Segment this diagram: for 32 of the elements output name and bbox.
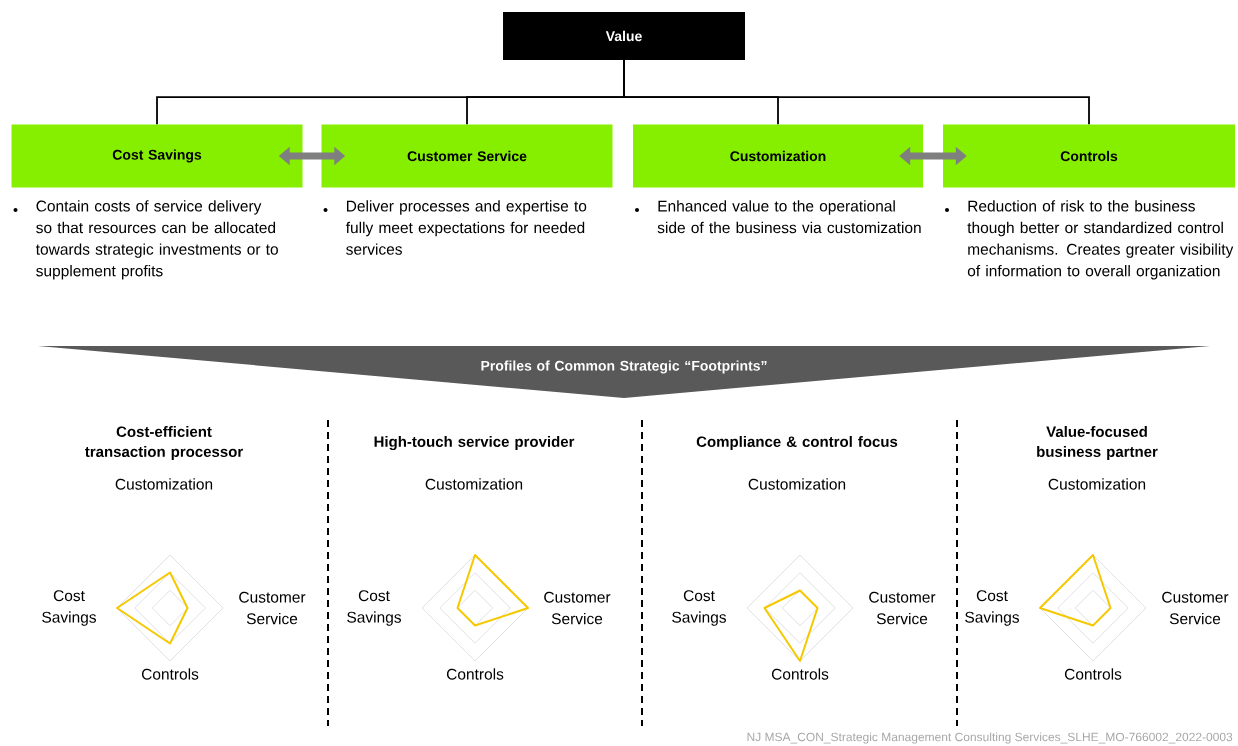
bullet-text: Contain costs of service delivery so that resources can be allocated towards strategic investments or to supplement profits <box>35 200 278 280</box>
axis-label: Customization <box>115 478 213 490</box>
profile-heading: High-touch service provider <box>374 435 575 450</box>
category-box: Customization <box>633 124 923 188</box>
axis-label: Customer Service <box>869 591 936 625</box>
axis-label: Controls <box>1064 668 1122 680</box>
axis-label: Cost Savings <box>42 590 96 626</box>
category-box: Cost Savings <box>11 124 303 188</box>
axis-label: Cost Savings <box>965 590 1019 626</box>
profile-heading: Cost-efficient transaction processor <box>85 426 243 460</box>
axis-label: Customization <box>1048 478 1146 490</box>
axis-label: Customization <box>425 478 523 490</box>
category-box: Customer Service <box>321 124 613 188</box>
footer-note: NJ MSA_CON_Strategic Management Consulting Services_SLHE_MO-766002_2022-0003 <box>747 732 1233 744</box>
axis-label: Customer Service <box>544 591 611 625</box>
axis-label: Cost Savings <box>347 590 401 626</box>
axis-label: Controls <box>771 668 829 680</box>
axis-label: Controls <box>446 668 504 680</box>
connector-line <box>623 59 1090 126</box>
bullet-text: Deliver processes and expertise to fully meet expectations for needed services <box>345 200 587 255</box>
value-box: Value <box>503 12 745 60</box>
category-box: Controls <box>943 124 1235 188</box>
bullet-text: Enhanced value to the operational side of the business via customization <box>657 200 921 234</box>
axis-label: Customization <box>748 478 846 490</box>
axis-label: Customer Service <box>239 591 306 625</box>
axis-label: Customer Service <box>1162 591 1229 625</box>
axis-label: Controls <box>141 668 199 680</box>
profile-heading: Value-focused business partner <box>1037 426 1158 460</box>
axis-label: Cost Savings <box>672 590 726 626</box>
banner-chevron: Profiles of Common Strategic “Footprints” <box>38 346 1210 398</box>
bullet-text: Reduction of risk to the business though better or standardized control mechanisms. Creates greater visibility of information to overall organization <box>967 200 1234 280</box>
profile-heading: Compliance & control focus <box>696 436 898 450</box>
